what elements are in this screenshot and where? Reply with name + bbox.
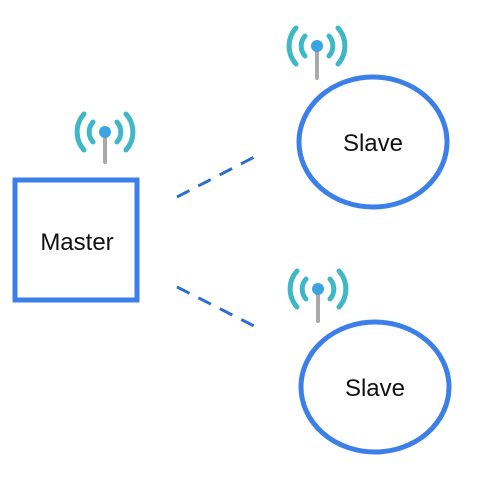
- master-node: Master: [12, 111, 140, 303]
- slave-top-label: Slave: [343, 130, 403, 157]
- slave-bottom-label: Slave: [345, 375, 405, 402]
- master-box: [12, 177, 140, 303]
- slave-bottom-ellipse: [298, 319, 452, 455]
- slave-top-ellipse: [296, 74, 450, 210]
- slave-node-top: Slave: [286, 25, 450, 210]
- slave-bottom-wifi-icon: [287, 268, 349, 323]
- master-label: Master: [40, 229, 113, 256]
- slave-top-wifi-icon: [286, 25, 348, 80]
- master-wifi-icon: [74, 111, 136, 164]
- link-master-slave-bottom: [176, 285, 263, 332]
- link-master-slave-top: [176, 151, 263, 199]
- slave-node-bottom: Slave: [287, 268, 452, 455]
